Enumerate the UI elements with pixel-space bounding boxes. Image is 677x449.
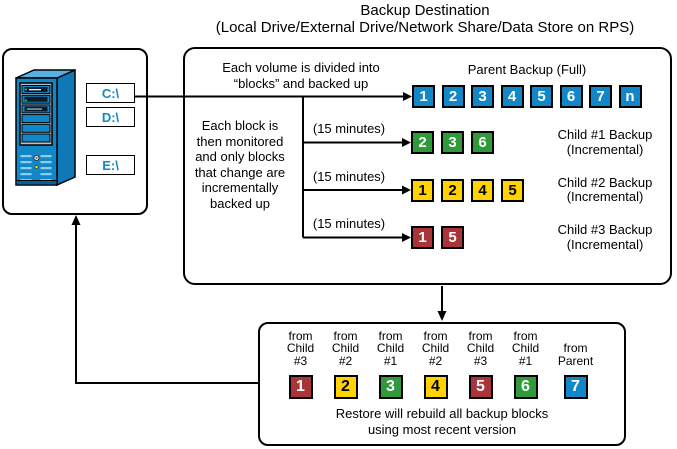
server-base: [15, 180, 58, 186]
backup-block-2: 2: [333, 375, 358, 399]
server-led: [34, 165, 39, 169]
backup-destination-box: [183, 47, 672, 285]
diagram-title: Backup Destination (Local Drive/External…: [215, 2, 635, 36]
backup-block-5: 5: [501, 178, 524, 202]
backup-block-7: 7: [563, 375, 588, 399]
server-drive-details: [24, 87, 48, 112]
backup-block-4: 4: [471, 178, 494, 202]
backup-block-1: 1: [411, 226, 434, 249]
backup-block-5: 5: [530, 85, 553, 108]
backup-block-7: 7: [589, 85, 612, 108]
server-power-dot: [35, 157, 38, 159]
drive-label-d: D:\: [86, 107, 135, 127]
backup-block-5: 5: [441, 226, 464, 249]
server-side-face: [56, 68, 76, 187]
restore-column-2: from Child #2 2: [323, 327, 368, 399]
drive-label-e: E:\: [86, 155, 135, 175]
interval-label-row2: (15 minutes): [312, 168, 386, 184]
server-tower-graphic: [15, 68, 76, 187]
drive-label-c: C:\: [86, 83, 135, 103]
backup-block-5: 5: [468, 375, 493, 399]
child1-label: Child #1 Backup (Incremental): [557, 127, 653, 157]
restore-column-4: from Child #2 4: [413, 327, 458, 399]
restore-column-3: from Child #1 3: [368, 327, 413, 399]
monitor-note: Each block is then monitored and only bl…: [194, 118, 286, 211]
restore-source-label: from Child #2: [421, 328, 450, 368]
volume-note: Each volume is divided into “blocks” and…: [222, 60, 380, 91]
restore-source-label: from Child #1: [376, 328, 405, 368]
backup-block-6: 6: [471, 131, 494, 154]
backup-block-3: 3: [378, 375, 403, 399]
restore-source-label: from Child #1: [511, 328, 540, 368]
child3-label: Child #3 Backup (Incremental): [557, 222, 653, 252]
restore-source-label: from Child #3: [466, 328, 495, 368]
restore-caption: Restore will rebuild all backup blocks u…: [335, 406, 549, 437]
backup-block-4: 4: [423, 375, 448, 399]
backup-block-2: 2: [441, 178, 464, 202]
interval-label-row1: (15 minutes): [312, 121, 386, 136]
backup-block-1: 1: [411, 178, 434, 202]
backup-block-6: 6: [513, 375, 538, 399]
restore-source-label: from Child #3: [286, 328, 315, 368]
backup-block-2: 2: [441, 85, 465, 108]
parent-backup-label: Parent Backup (Full): [467, 62, 587, 77]
backup-block-n: n: [618, 85, 642, 108]
child2-label: Child #2 Backup (Incremental): [557, 174, 653, 204]
backup-block-2: 2: [411, 131, 434, 154]
restore-column-6: from Child #1 6: [503, 327, 548, 399]
backup-block-1: 1: [412, 85, 435, 108]
backup-block-3: 3: [441, 131, 464, 154]
restore-column-5: from Child #3 5: [458, 327, 503, 399]
restore-column-7: from Parent 7: [553, 327, 598, 399]
backup-block-6: 6: [559, 85, 583, 108]
protected-server-box: [2, 48, 148, 215]
backup-block-3: 3: [471, 85, 494, 108]
backup-block-1: 1: [288, 375, 313, 399]
interval-label-row3: (15 minutes): [312, 216, 386, 231]
restore-column-1: from Child #3 1: [278, 327, 323, 399]
restore-box: [258, 322, 626, 446]
backup-block-4: 4: [500, 85, 524, 108]
restore-source-label: from Parent: [557, 341, 594, 368]
restore-source-label: from Child #2: [331, 328, 360, 368]
